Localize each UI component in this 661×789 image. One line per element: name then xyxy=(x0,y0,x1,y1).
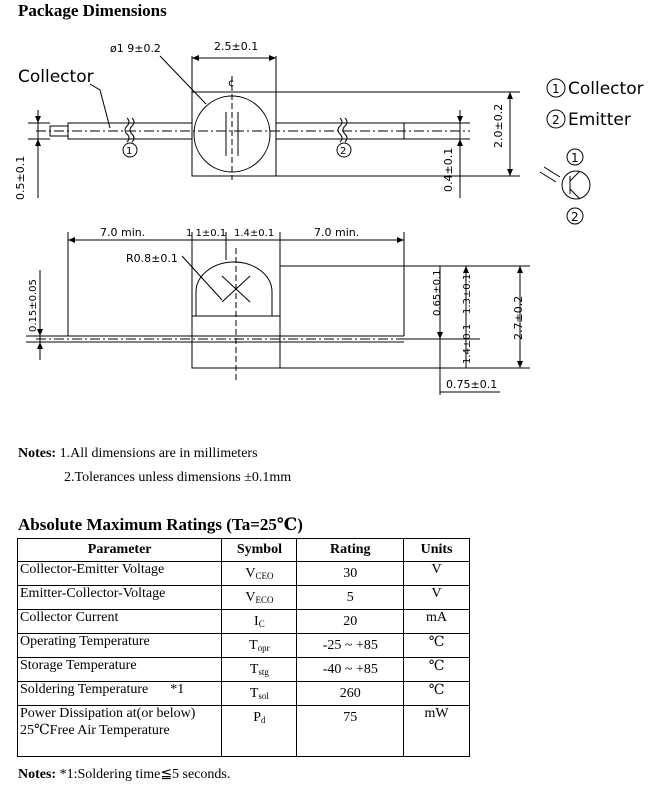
param-cell: Operating Temperature xyxy=(16,633,223,658)
dim-0-65: 0.65±0.1 xyxy=(432,269,443,316)
legend-2-text: Emitter xyxy=(568,110,631,130)
dim-width-top: 2.5±0.1 xyxy=(214,40,258,53)
dim-lead-thickness-left: 0.5±0.1 xyxy=(14,156,27,200)
table-row: Operating Temperature Topr -25 ~ +85 ℃ xyxy=(16,633,470,658)
dim-mid2: 1.4±0.1 xyxy=(234,228,274,239)
notes-label-2: Notes: xyxy=(18,767,57,782)
rating-cell: 20 xyxy=(296,609,405,634)
package-drawing: ø1 9±0.2 2.5±0.1 ¢ Collector 1 2 0.5±0.1… xyxy=(14,40,644,395)
notes-text-1: 1.All dimensions are in millimeters xyxy=(56,446,258,461)
rating-cell: -40 ~ +85 xyxy=(296,657,405,682)
notes-label: Notes: xyxy=(18,446,57,461)
header-parameter: Parameter xyxy=(16,538,223,562)
param-cell: Soldering Temperature*1 xyxy=(16,681,223,706)
unit-cell: ℃ xyxy=(403,657,470,682)
rating-cell: -25 ~ +85 xyxy=(296,633,405,658)
dim-1-3: 1.3±0.1 xyxy=(462,274,473,314)
dim-diameter: ø1 9±0.2 xyxy=(110,42,161,55)
dim-lead-left-side: 7.0 min. xyxy=(100,226,145,239)
dim-1-4: 1.4±0.1 xyxy=(462,324,473,364)
table-row: Power Dissipation at(or below)25℃Free Ai… xyxy=(16,705,470,757)
unit-cell: mA xyxy=(403,609,470,634)
symbol-cell: Tsol xyxy=(221,681,298,706)
package-dimensions-title: Package Dimensions xyxy=(18,1,167,20)
table-row: Collector-Emitter Voltage VCEO 30 V xyxy=(16,561,470,586)
table-header-row: Parameter Symbol Rating Units xyxy=(16,538,470,562)
unit-cell: V xyxy=(403,585,470,610)
symbol-pin1: 1 xyxy=(571,151,579,165)
footnote-text: *1:Soldering time≦5 seconds. xyxy=(56,767,231,782)
dim-lead-right-side: 7.0 min. xyxy=(314,226,359,239)
symbol-cell: Tstg xyxy=(221,657,298,682)
table-row: Soldering Temperature*1 Tsol 260 ℃ xyxy=(16,681,470,706)
transistor-symbol xyxy=(561,170,591,200)
dim-0-15: 0.15±0.05 xyxy=(28,279,39,332)
unit-cell: mW xyxy=(403,705,470,757)
pin1-mark: 1 xyxy=(126,146,132,157)
unit-cell: V xyxy=(403,561,470,586)
param-cell: Collector-Emitter Voltage xyxy=(16,561,223,586)
unit-cell: ℃ xyxy=(403,633,470,658)
notes-line-2: 2.Tolerances unless dimensions ±0.1mm xyxy=(64,470,292,485)
dim-2-7: 2.7±0.2 xyxy=(512,296,525,340)
table-row: Storage Temperature Tstg -40 ~ +85 ℃ xyxy=(16,657,470,682)
ratings-title: Absolute Maximum Ratings (Ta=25℃) xyxy=(18,515,303,534)
header-symbol: Symbol xyxy=(221,538,298,562)
symbol-cell: Pd xyxy=(221,705,298,757)
param-cell: Collector Current xyxy=(16,609,223,634)
unit-cell: ℃ xyxy=(403,681,470,706)
table-row: Emitter-Collector-Voltage VECO 5 V xyxy=(16,585,470,610)
symbol-cell: Topr xyxy=(221,633,298,658)
param-cell: Power Dissipation at(or below)25℃Free Ai… xyxy=(16,705,223,757)
legend-2-num: 2 xyxy=(552,113,560,127)
header-rating: Rating xyxy=(296,538,405,562)
rating-cell: 5 xyxy=(296,585,405,610)
symbol-cell: IC xyxy=(221,609,298,634)
center-mark: ¢ xyxy=(228,78,234,89)
symbol-pin2: 2 xyxy=(571,210,579,224)
rating-cell: 260 xyxy=(296,681,405,706)
legend-1-num: 1 xyxy=(552,82,560,96)
collector-label: Collector xyxy=(18,67,94,87)
dim-0-75: 0.75±0.1 xyxy=(446,378,497,391)
table-row: Collector Current IC 20 mA xyxy=(16,609,470,634)
pin2-mark: 2 xyxy=(340,146,346,157)
symbol-cell: VCEO xyxy=(221,561,298,586)
dim-radius: R0.8±0.1 xyxy=(126,252,178,265)
dim-lead-thickness-right: 0.4±0.1 xyxy=(442,148,455,192)
dim-height-top: 2.0±0.2 xyxy=(492,104,505,148)
rating-cell: 30 xyxy=(296,561,405,586)
ratings-table: Parameter Symbol Rating Units Collector-… xyxy=(16,538,470,757)
footnote: Notes: *1:Soldering time≦5 seconds. xyxy=(18,766,230,783)
param-cell: Emitter-Collector-Voltage xyxy=(16,585,223,610)
param-cell: Storage Temperature xyxy=(16,657,223,682)
notes-line-1: Notes: 1.All dimensions are in millimete… xyxy=(18,446,258,462)
header-units: Units xyxy=(403,538,470,562)
dim-mid1: 1 1±0.1 xyxy=(186,228,226,239)
legend-1-text: Collector xyxy=(568,79,644,99)
dome-side xyxy=(195,261,273,316)
footnote-ref: *1 xyxy=(170,682,185,697)
rating-cell: 75 xyxy=(296,705,405,757)
symbol-cell: VECO xyxy=(221,585,298,610)
package-body-top xyxy=(191,91,277,177)
